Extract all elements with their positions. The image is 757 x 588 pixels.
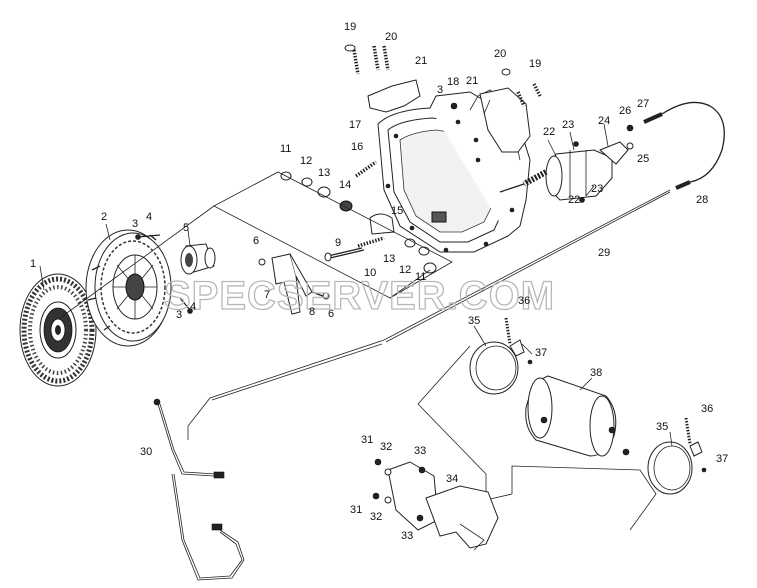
callout-8: 8 — [309, 306, 315, 318]
release-bearing — [180, 243, 216, 275]
callout-13: 13 — [383, 253, 395, 265]
callout-23: 23 — [562, 119, 574, 131]
callout-4: 4 — [146, 211, 152, 223]
callout-28: 28 — [696, 194, 708, 206]
callout-24: 24 — [598, 115, 610, 127]
watermark: SPECSERVER.COM — [164, 274, 555, 318]
pressure-plate — [85, 229, 172, 347]
callout-19: 19 — [529, 58, 541, 70]
callout-10: 10 — [364, 267, 376, 279]
callout-29: 29 — [598, 247, 610, 259]
callout-37: 37 — [535, 347, 547, 359]
callout-13: 13 — [318, 167, 330, 179]
callout-1: 1 — [30, 258, 36, 270]
callout-33: 33 — [401, 530, 413, 542]
mount-bracket — [372, 458, 499, 551]
callout-2: 2 — [101, 211, 107, 223]
tank-guide-lines — [417, 345, 657, 531]
brake-pipe — [153, 398, 245, 581]
release-fork — [258, 253, 330, 315]
callout-12: 12 — [300, 155, 312, 167]
callout-labels: 1 2 3 4 5 3 4 6 7 8 6 9 10 11 12 13 14 1… — [30, 21, 728, 542]
callout-22: 22 — [568, 194, 580, 206]
callout-33: 33 — [414, 445, 426, 457]
callout-7: 7 — [264, 289, 270, 301]
callout-19: 19 — [344, 21, 356, 33]
callout-31: 31 — [350, 504, 362, 516]
exploded-guide-lines — [59, 171, 453, 319]
callout-3: 3 — [132, 218, 138, 230]
callout-37: 37 — [716, 453, 728, 465]
callout-35: 35 — [656, 421, 668, 433]
callout-11: 11 — [280, 143, 291, 155]
callout-20: 20 — [494, 48, 506, 60]
clutch-lines — [187, 101, 725, 440]
clutch-housing — [377, 89, 531, 253]
callout-38: 38 — [590, 367, 602, 379]
clutch-disc — [19, 273, 97, 387]
callout-4: 4 — [190, 301, 196, 313]
callout-12: 12 — [399, 264, 411, 276]
callout-34: 34 — [446, 473, 458, 485]
callout-15: 15 — [391, 205, 403, 217]
callout-leaders — [39, 99, 673, 447]
callout-16: 16 — [351, 141, 363, 153]
callout-32: 32 — [370, 511, 382, 523]
callout-36: 36 — [701, 403, 713, 415]
bolt-set-a — [135, 234, 193, 314]
callout-27: 27 — [637, 98, 649, 110]
callout-14: 14 — [339, 179, 351, 191]
callout-23: 23 — [591, 183, 603, 195]
air-tank — [525, 375, 630, 457]
callout-21: 21 — [466, 75, 478, 87]
callout-21: 21 — [415, 55, 427, 67]
callout-30: 30 — [140, 446, 152, 458]
callout-18: 18 — [447, 76, 459, 88]
callout-6: 6 — [328, 308, 334, 320]
callout-31: 31 — [361, 434, 373, 446]
callout-17: 17 — [349, 119, 361, 131]
callout-22: 22 — [543, 126, 555, 138]
callout-26: 26 — [619, 105, 631, 117]
callout-32: 32 — [380, 441, 392, 453]
housing-brackets — [344, 44, 542, 153]
callout-20: 20 — [385, 31, 397, 43]
callout-3: 3 — [437, 84, 443, 96]
callout-36: 36 — [518, 295, 530, 307]
callout-5: 5 — [183, 222, 189, 234]
slave-cylinder — [499, 112, 663, 203]
callout-11: 11 — [415, 271, 426, 283]
callout-25: 25 — [637, 153, 649, 165]
callout-35: 35 — [468, 315, 480, 327]
tank-strap-upper — [469, 317, 533, 395]
callout-9: 9 — [335, 237, 341, 249]
callout-3: 3 — [176, 309, 182, 321]
callout-6: 6 — [253, 235, 259, 247]
